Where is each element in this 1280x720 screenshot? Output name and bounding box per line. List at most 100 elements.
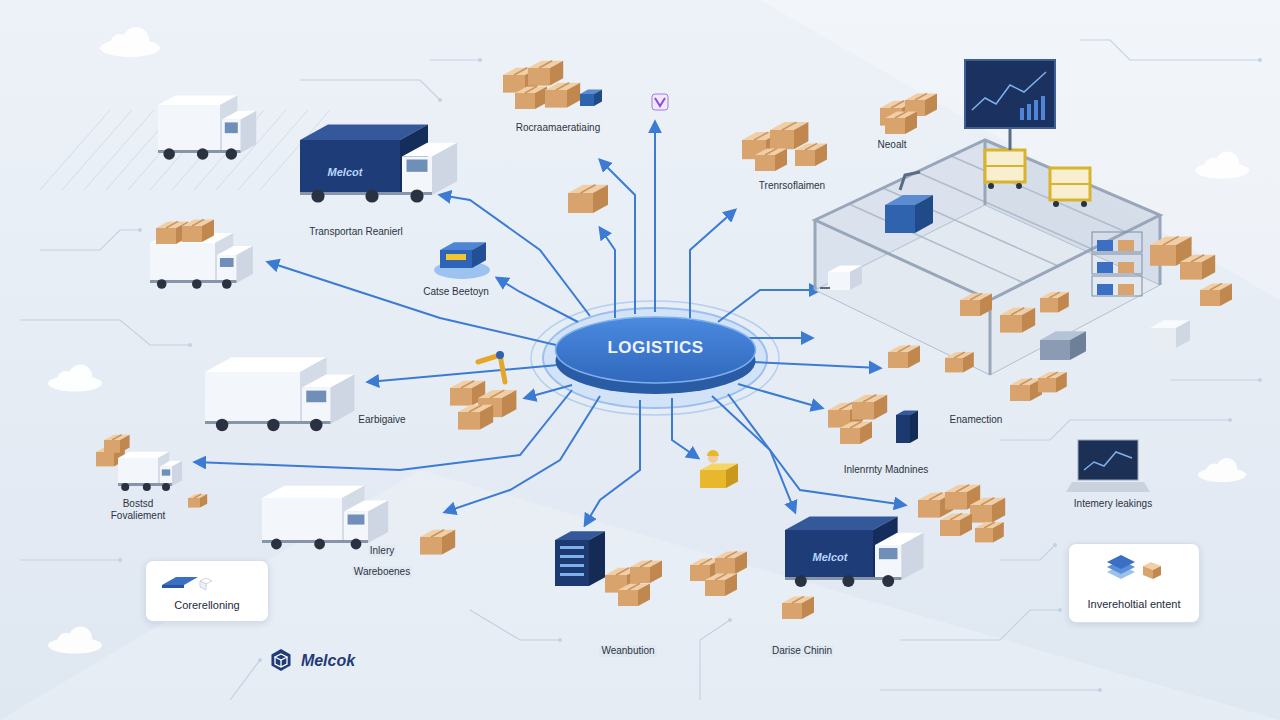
cluster-label: Trenrsoflaimen xyxy=(757,180,827,192)
truck xyxy=(306,391,326,403)
parcel-box xyxy=(539,61,552,68)
parcel-box xyxy=(490,390,504,398)
card-icon xyxy=(162,585,184,588)
server-rack xyxy=(910,411,918,443)
cloud xyxy=(100,27,160,57)
card-icon xyxy=(1153,566,1161,579)
warehouse xyxy=(815,205,1160,375)
parcel-box xyxy=(782,596,814,619)
truck xyxy=(163,148,175,160)
forklift xyxy=(828,272,850,290)
parcel-box xyxy=(120,435,130,453)
parcel-box xyxy=(458,412,480,430)
truck xyxy=(407,160,428,172)
flow-arrow xyxy=(600,160,635,314)
parcel-box xyxy=(567,83,580,108)
parcel-box xyxy=(188,494,207,508)
app-icon xyxy=(655,98,665,106)
logo-mark xyxy=(271,649,290,671)
parcel-box xyxy=(166,221,178,228)
app-icon xyxy=(652,94,668,110)
circuit-trace xyxy=(1258,58,1262,62)
sorting-robot xyxy=(900,172,920,190)
dashboard-monitor xyxy=(1034,100,1038,120)
parcel-box xyxy=(1180,262,1202,280)
cluster-label: Bostsd Fovaliement xyxy=(100,498,176,522)
parcel-box xyxy=(940,520,960,536)
cargo-robot xyxy=(472,242,486,268)
hub-title: LOGISTICS xyxy=(607,338,703,358)
parcel-box xyxy=(950,513,962,520)
truck xyxy=(205,357,354,431)
parcel-box xyxy=(885,118,905,134)
parcel-box xyxy=(795,143,827,166)
truck xyxy=(882,575,894,587)
shelf-rack xyxy=(1097,240,1113,251)
cluster-label: Intemery leakings xyxy=(1072,498,1154,510)
server-rack xyxy=(896,415,910,443)
shelf-rack xyxy=(1118,262,1134,273)
parcel-box xyxy=(1038,378,1056,392)
parcel-box xyxy=(874,395,887,420)
truck xyxy=(118,458,158,486)
mini-robot xyxy=(594,90,602,106)
crate xyxy=(1176,320,1190,348)
parcel-box xyxy=(431,530,444,537)
shelf-rack xyxy=(1097,262,1113,273)
flow-arrow xyxy=(600,228,615,318)
cargo-robot xyxy=(434,242,490,279)
parcel-box xyxy=(104,440,120,453)
truck xyxy=(785,516,924,587)
hub-glow xyxy=(531,301,779,415)
truck xyxy=(331,374,355,424)
server-rack xyxy=(560,573,584,576)
parcel-box xyxy=(1180,255,1215,280)
truck xyxy=(216,419,228,431)
parcel-box xyxy=(775,148,787,171)
truck xyxy=(192,279,202,289)
parcel-box xyxy=(528,68,550,86)
cluster-label: Weanbution xyxy=(599,645,656,657)
circuit-trace xyxy=(478,58,482,62)
flow-arrow xyxy=(525,385,572,398)
truck xyxy=(262,498,342,543)
truck xyxy=(300,125,457,203)
circuit-trace xyxy=(430,59,480,60)
card-icon xyxy=(1143,566,1153,579)
hub-glow xyxy=(531,301,779,415)
parcel-box xyxy=(1058,292,1069,312)
dashboard-monitor xyxy=(965,60,1055,128)
dashboard-monitor xyxy=(1020,108,1024,120)
parcel-box xyxy=(925,93,937,116)
grid-band xyxy=(84,110,154,190)
truck xyxy=(842,575,854,587)
parcel-box xyxy=(1038,372,1067,392)
flow-arrow xyxy=(654,122,656,312)
parcel-box xyxy=(908,345,920,368)
parcel-box xyxy=(970,498,1005,523)
cart xyxy=(1016,183,1022,189)
grid-band xyxy=(238,110,308,190)
circuit-trace xyxy=(1000,420,1230,440)
parcel-box xyxy=(556,83,569,90)
shelf-rack xyxy=(1118,284,1134,295)
storage-bin xyxy=(1070,331,1086,360)
laptop xyxy=(1066,482,1150,492)
parcel-box xyxy=(735,551,747,574)
flow-arrow xyxy=(738,384,822,408)
flow-arrow xyxy=(752,362,880,368)
storage-bin xyxy=(1040,340,1070,360)
parcel-box xyxy=(502,390,516,417)
parcel-box xyxy=(802,596,814,619)
truck xyxy=(300,140,400,195)
parcel-box xyxy=(1210,283,1222,290)
parcel-box xyxy=(981,498,994,505)
parcel-box xyxy=(200,494,207,508)
cart xyxy=(985,150,1025,182)
parcel-box xyxy=(895,111,907,118)
parcel-box xyxy=(755,148,787,171)
warehouse xyxy=(917,172,1092,249)
parcel-box xyxy=(515,93,535,109)
server-rack xyxy=(896,411,918,443)
